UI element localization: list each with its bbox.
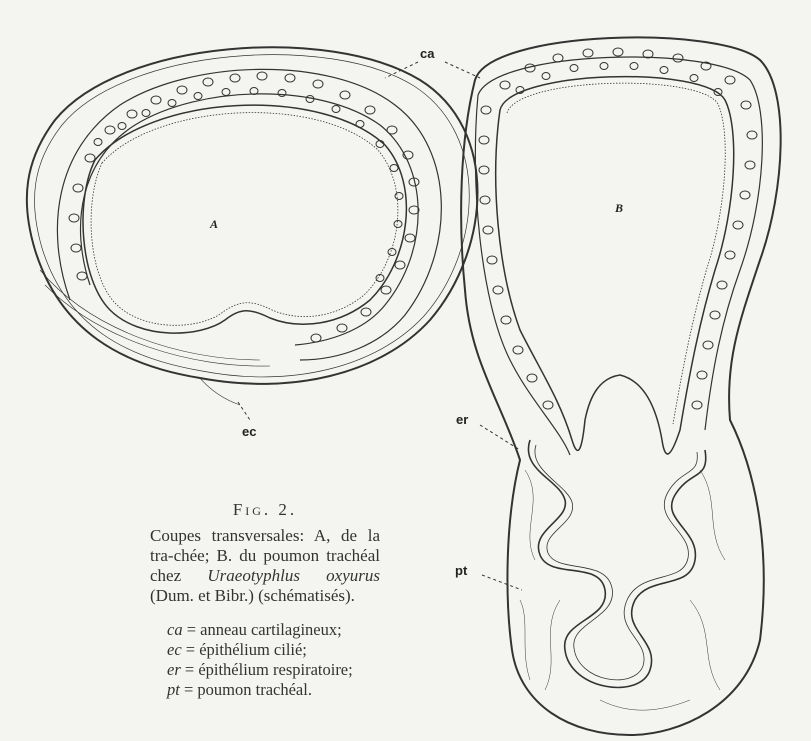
legend-text: épithélium respiratoire;: [198, 660, 352, 679]
caption-species: Uraeotyphlus oxyurus: [207, 566, 380, 585]
legend-eq: =: [182, 640, 200, 659]
legend-abbr: ca: [167, 620, 183, 639]
panel-label-b: B: [614, 201, 623, 215]
legend-item: ca = anneau cartilagineux;: [167, 620, 353, 640]
section-b-cartilage-band: [478, 57, 762, 430]
section-b-respiratory-folds: [528, 440, 705, 687]
legend-eq: =: [183, 620, 201, 639]
section-a-lumen: [83, 105, 406, 333]
legend-text: épithélium cilié;: [199, 640, 307, 659]
section-b-tracheal-lung: [461, 37, 781, 735]
legend-abbr: ec: [167, 640, 182, 659]
section-a-trachea: [27, 47, 478, 420]
label-ca: ca: [420, 46, 435, 61]
legend-eq: =: [181, 660, 199, 679]
label-pt: pt: [455, 563, 468, 578]
abbreviation-legend: ca = anneau cartilagineux; ec = épithéli…: [167, 620, 353, 700]
legend-text: poumon trachéal.: [197, 680, 312, 699]
legend-eq: =: [180, 680, 198, 699]
label-er: er: [456, 412, 468, 427]
section-b-cartilage-cells: [479, 48, 757, 409]
caption-body: Coupes transversales: A, de la tra-chée;…: [150, 526, 380, 606]
section-b-fibres: [520, 470, 725, 710]
section-b-outer-wall: [461, 37, 781, 735]
label-ec: ec: [242, 424, 256, 439]
figure-title: Fig. 2.: [150, 500, 380, 520]
section-a-outer-wall: [27, 47, 478, 384]
legend-item: er = épithélium respiratoire;: [167, 660, 353, 680]
panel-label-a: A: [209, 217, 218, 231]
section-b-lumen: [496, 77, 734, 454]
legend-item: ec = épithélium cilié;: [167, 640, 353, 660]
legend-abbr: er: [167, 660, 181, 679]
figure-caption: Fig. 2. Coupes transversales: A, de la t…: [150, 500, 380, 606]
legend-abbr: pt: [167, 680, 180, 699]
legend-text: anneau cartilagineux;: [200, 620, 342, 639]
legend-item: pt = poumon trachéal.: [167, 680, 353, 700]
caption-text-2: (Dum. et Bibr.) (schématisés).: [150, 586, 355, 605]
